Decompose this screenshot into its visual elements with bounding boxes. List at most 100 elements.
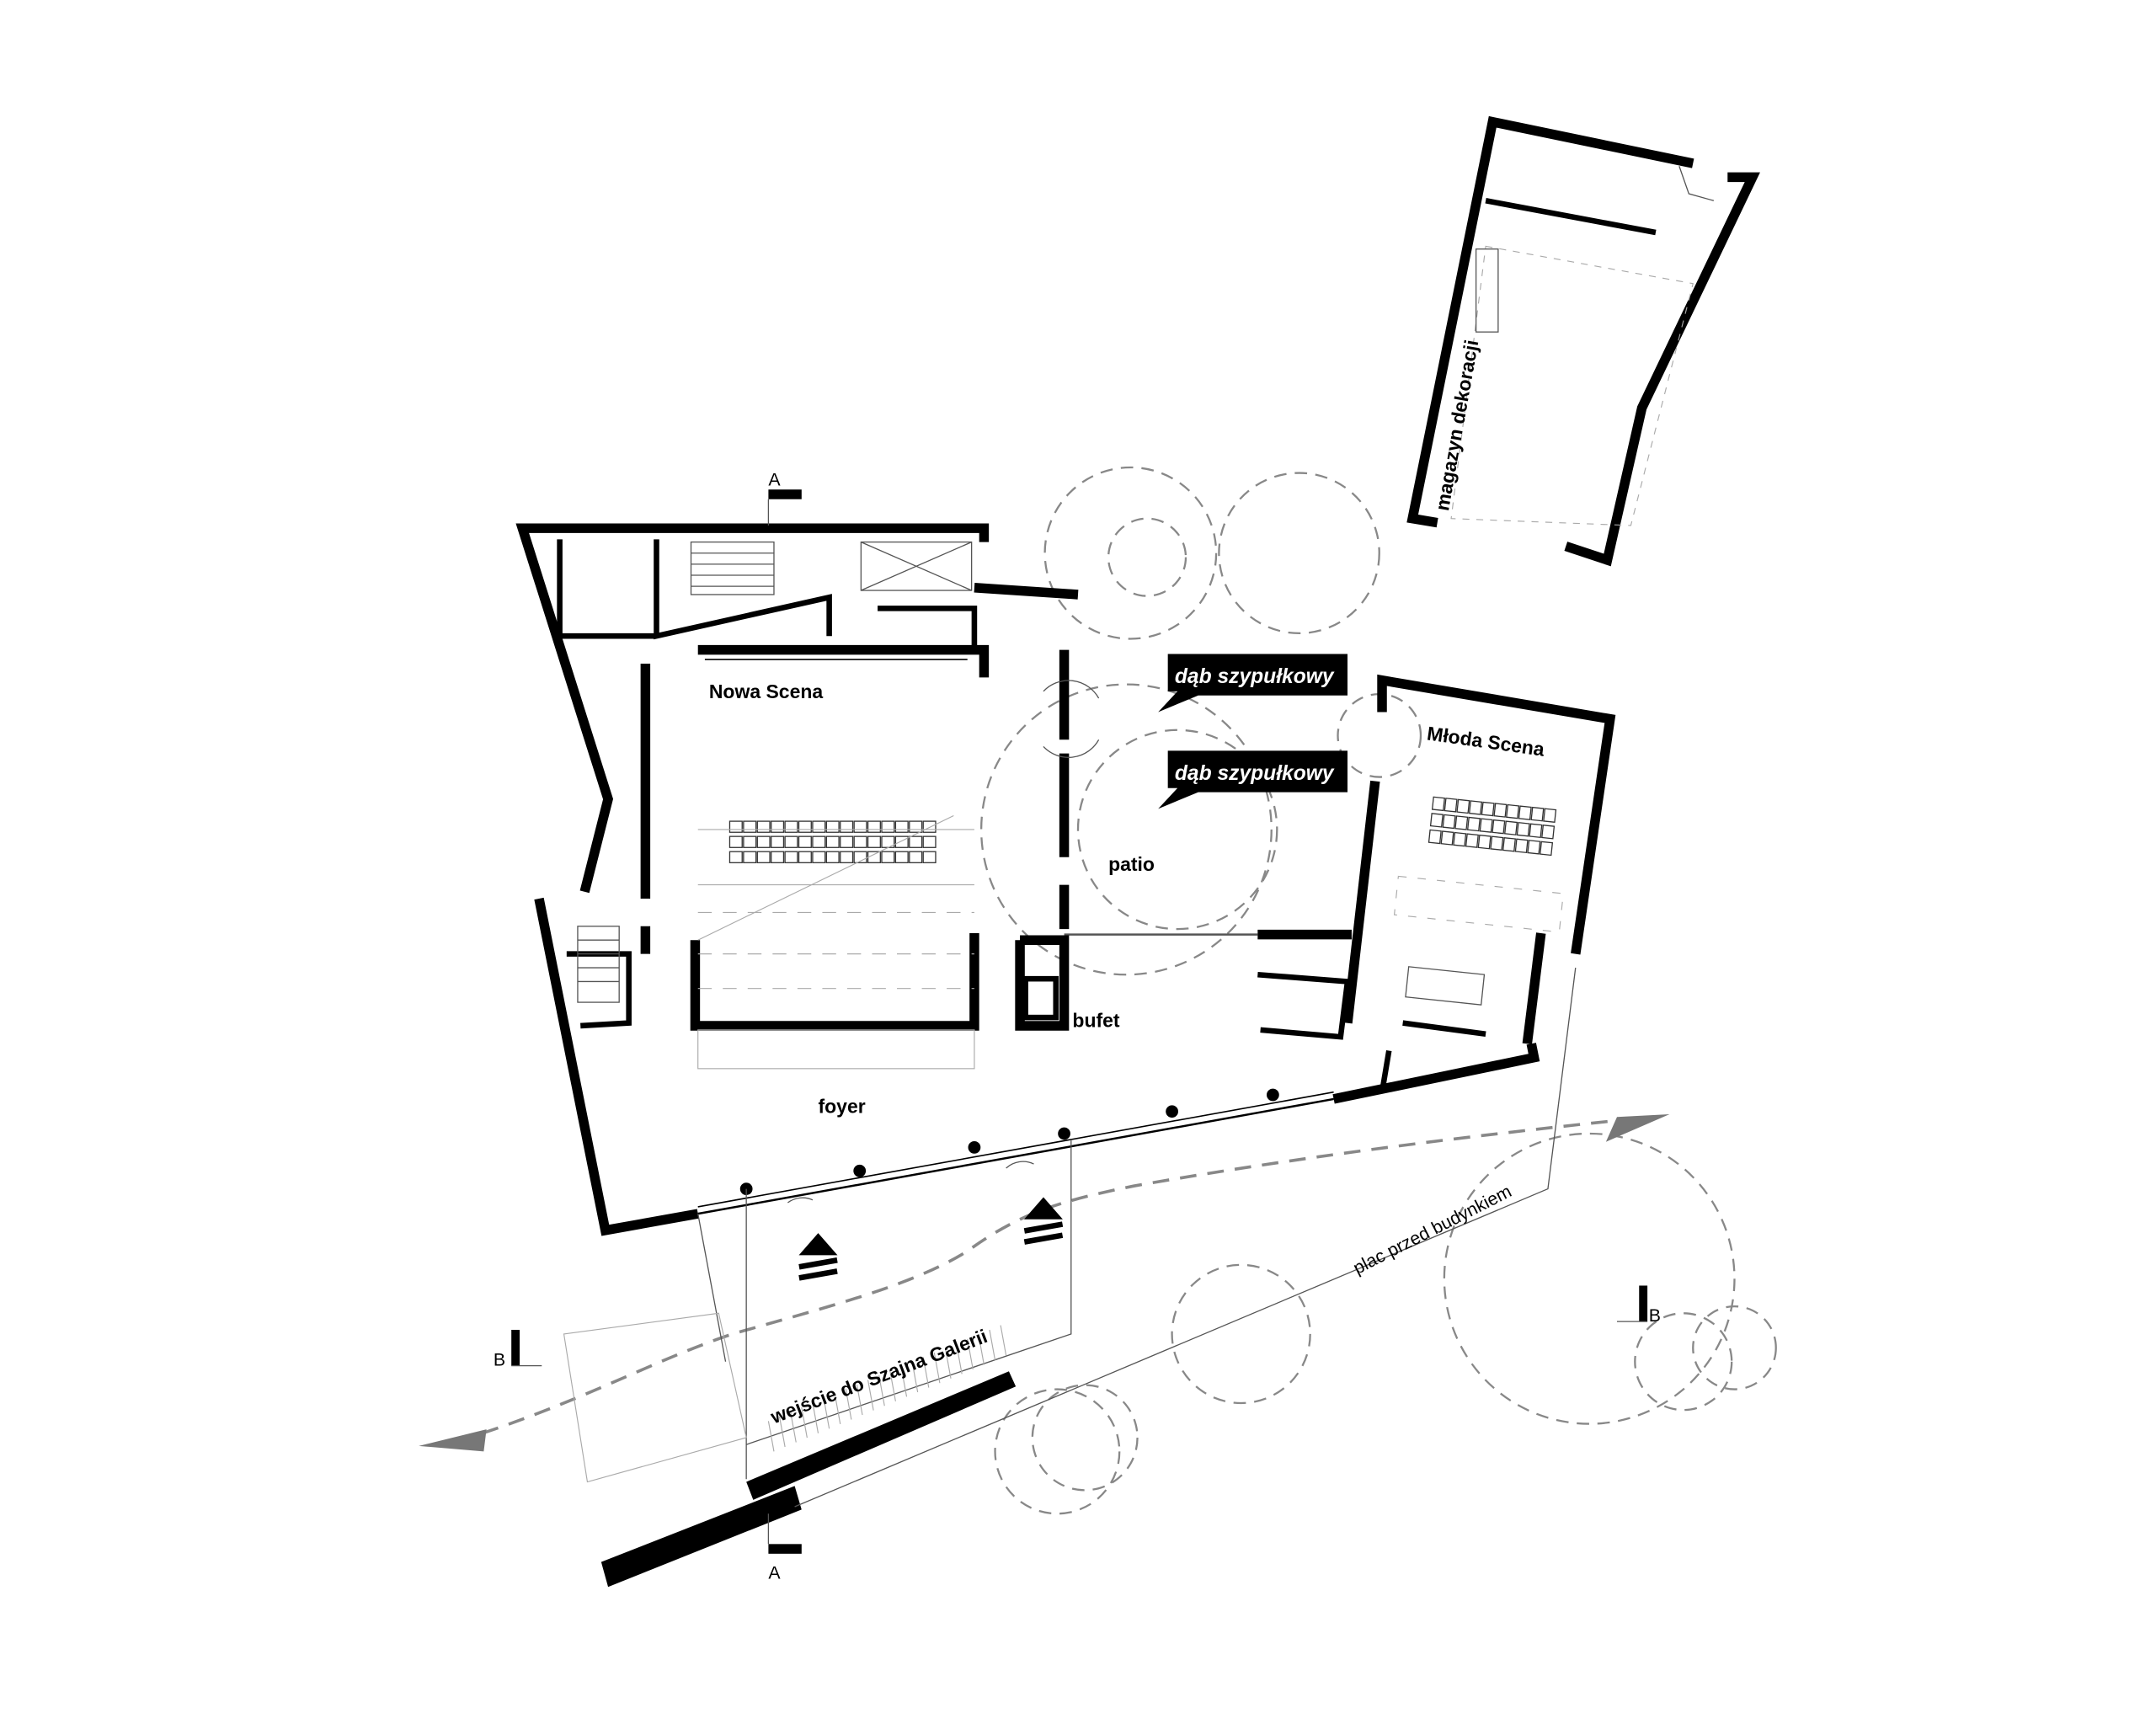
seat (798, 820, 812, 833)
arrow-left-icon (419, 1429, 487, 1452)
seat (1516, 821, 1530, 837)
seat (1477, 834, 1492, 850)
seat (1444, 798, 1458, 813)
seat (1428, 829, 1442, 845)
seat (812, 835, 826, 848)
section-b-right: B (1617, 1285, 1661, 1326)
stair-tread (978, 1334, 985, 1365)
seat (825, 835, 840, 848)
mloda-scena-building (1257, 674, 1616, 1093)
seat (1540, 841, 1554, 857)
seat (909, 835, 923, 848)
tree-canopy (1171, 1263, 1311, 1405)
seat (756, 851, 771, 863)
stair-tread (790, 1412, 797, 1443)
room-label-mloda-scena: Młoda Scena (1426, 722, 1546, 760)
seat (756, 835, 771, 848)
seat (1469, 800, 1483, 815)
seat (1492, 819, 1506, 835)
gallery-stairs (767, 1325, 1007, 1452)
stair-tread (911, 1361, 919, 1393)
seating-mloda-scena (1428, 796, 1557, 857)
seat (1431, 796, 1445, 812)
stage-steps (697, 815, 975, 1070)
seat (771, 851, 785, 863)
stair-tread (989, 1329, 996, 1361)
seat (1530, 806, 1545, 822)
seat (1490, 835, 1504, 851)
stair-tread (845, 1389, 852, 1420)
tree-canopy (1443, 1132, 1736, 1425)
seat (1504, 820, 1518, 835)
stair (690, 541, 775, 595)
section-label: B (1649, 1305, 1661, 1326)
seat (894, 820, 909, 833)
seat (1479, 818, 1493, 833)
room-label-patio: patio (1108, 853, 1155, 875)
exterior (563, 967, 1577, 1588)
room-label-nowa-scena: Nowa Scena (709, 681, 824, 702)
stair (1405, 966, 1486, 1006)
seat (840, 851, 854, 863)
seat (784, 835, 798, 848)
seat (743, 851, 757, 863)
seat (1429, 813, 1444, 828)
stair-tread (1000, 1325, 1007, 1356)
seat (825, 851, 840, 863)
stair-tread (801, 1406, 808, 1438)
stair-tread (956, 1343, 963, 1374)
seat (1527, 840, 1541, 855)
svg-text:dąb szypułkowy: dąb szypułkowy (1175, 762, 1335, 785)
seat (1502, 837, 1516, 852)
seat (1493, 803, 1508, 818)
seat (1529, 823, 1543, 839)
seat (853, 835, 867, 848)
seat (853, 820, 867, 833)
seat (1514, 838, 1529, 854)
seat (784, 851, 798, 863)
seat (728, 820, 743, 833)
stair-up-icon (798, 1233, 838, 1281)
seat (1454, 815, 1469, 830)
svg-text:dąb szypułkowy: dąb szypułkowy (1175, 665, 1335, 688)
seat (798, 835, 812, 848)
seat (922, 835, 937, 848)
seat (909, 820, 923, 833)
seat (728, 835, 743, 848)
tree-canopy (1107, 517, 1187, 597)
seat (909, 851, 923, 863)
stair-tread (900, 1366, 908, 1397)
stair-tread (823, 1398, 830, 1429)
seat (867, 851, 881, 863)
room-label-bufet: bufet (1072, 1010, 1119, 1032)
seat (743, 835, 757, 848)
tree-canopy (994, 1388, 1121, 1515)
tree-canopy (1031, 1384, 1139, 1492)
seat (798, 851, 812, 863)
magazyn-building (1406, 115, 1760, 567)
tree-canopy (1692, 1305, 1777, 1390)
section-label: A (768, 469, 781, 489)
seat (867, 820, 881, 833)
seat (1506, 803, 1520, 819)
seat (784, 820, 798, 833)
seat (894, 835, 909, 848)
seat (867, 835, 881, 848)
seat (881, 820, 895, 833)
stair-tread (867, 1380, 874, 1411)
seat (1541, 825, 1556, 840)
tree-canopies (979, 466, 1777, 1515)
stair-tread (878, 1375, 885, 1406)
stair-tread (967, 1338, 974, 1370)
main-building (515, 523, 1540, 1236)
arrow-right-icon (1605, 1113, 1670, 1142)
tree-canopy (1634, 1312, 1733, 1412)
seat (922, 851, 937, 863)
callout-oak-1: dąb szypułkowy (1158, 654, 1348, 713)
seat (894, 851, 909, 863)
seat (1466, 816, 1481, 832)
seat (743, 820, 757, 833)
seat (1481, 801, 1495, 817)
retaining-wall (600, 1486, 802, 1588)
